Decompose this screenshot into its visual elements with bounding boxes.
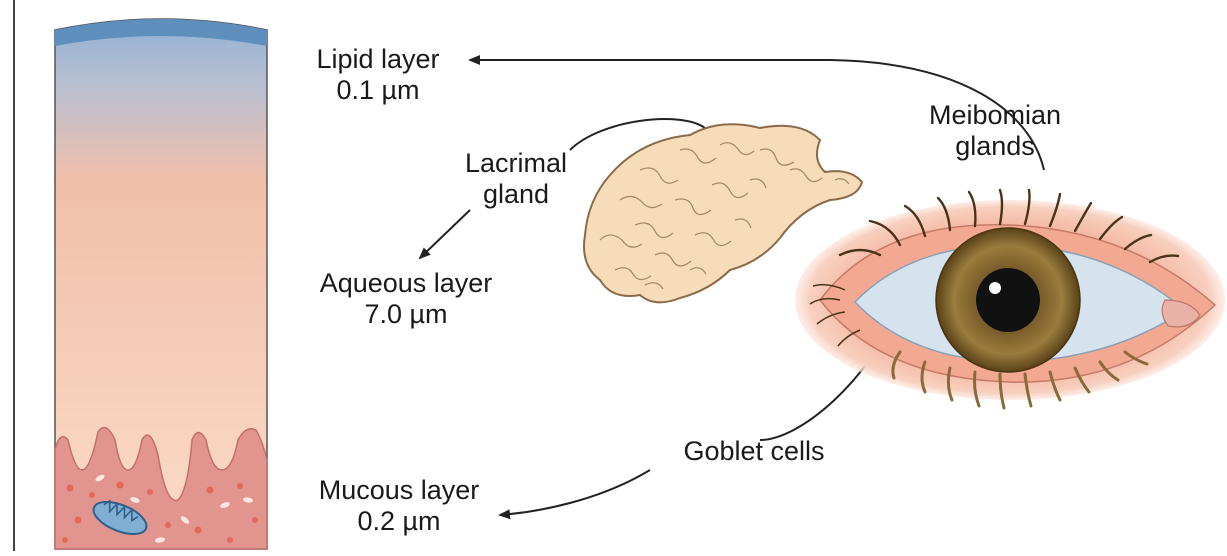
goblet-to-mucous-arrow [500,470,650,515]
lipid-layer-label: Lipid layer 0.1 µm [316,44,439,106]
lacrimal-gland-line2: gland [465,179,567,210]
goblet-cells-label: Goblet cells [683,436,824,467]
meibomian-glands-line1: Meibomian [929,100,1061,131]
lacrimal-gland-line1: Lacrimal [465,148,567,179]
meibomian-glands-line2: glands [929,131,1061,162]
lacrimal-gland-label: Lacrimal gland [465,148,567,210]
mucous-layer-name: Mucous layer [319,475,480,506]
eye-icon [795,190,1225,408]
meibomian-glands-label: Meibomian glands [929,100,1061,162]
lacrimal-to-aqueous-arrow [420,210,470,258]
mucous-layer-thickness: 0.2 µm [319,506,480,537]
lipid-layer-name: Lipid layer [316,44,439,75]
lipid-layer-thickness: 0.1 µm [316,75,439,106]
aqueous-layer-label: Aqueous layer 7.0 µm [320,268,493,330]
aqueous-layer-name: Aqueous layer [320,268,493,299]
mucous-layer-label: Mucous layer 0.2 µm [319,475,480,537]
tear-film-column-icon [55,19,267,549]
aqueous-layer-thickness: 7.0 µm [320,299,493,330]
